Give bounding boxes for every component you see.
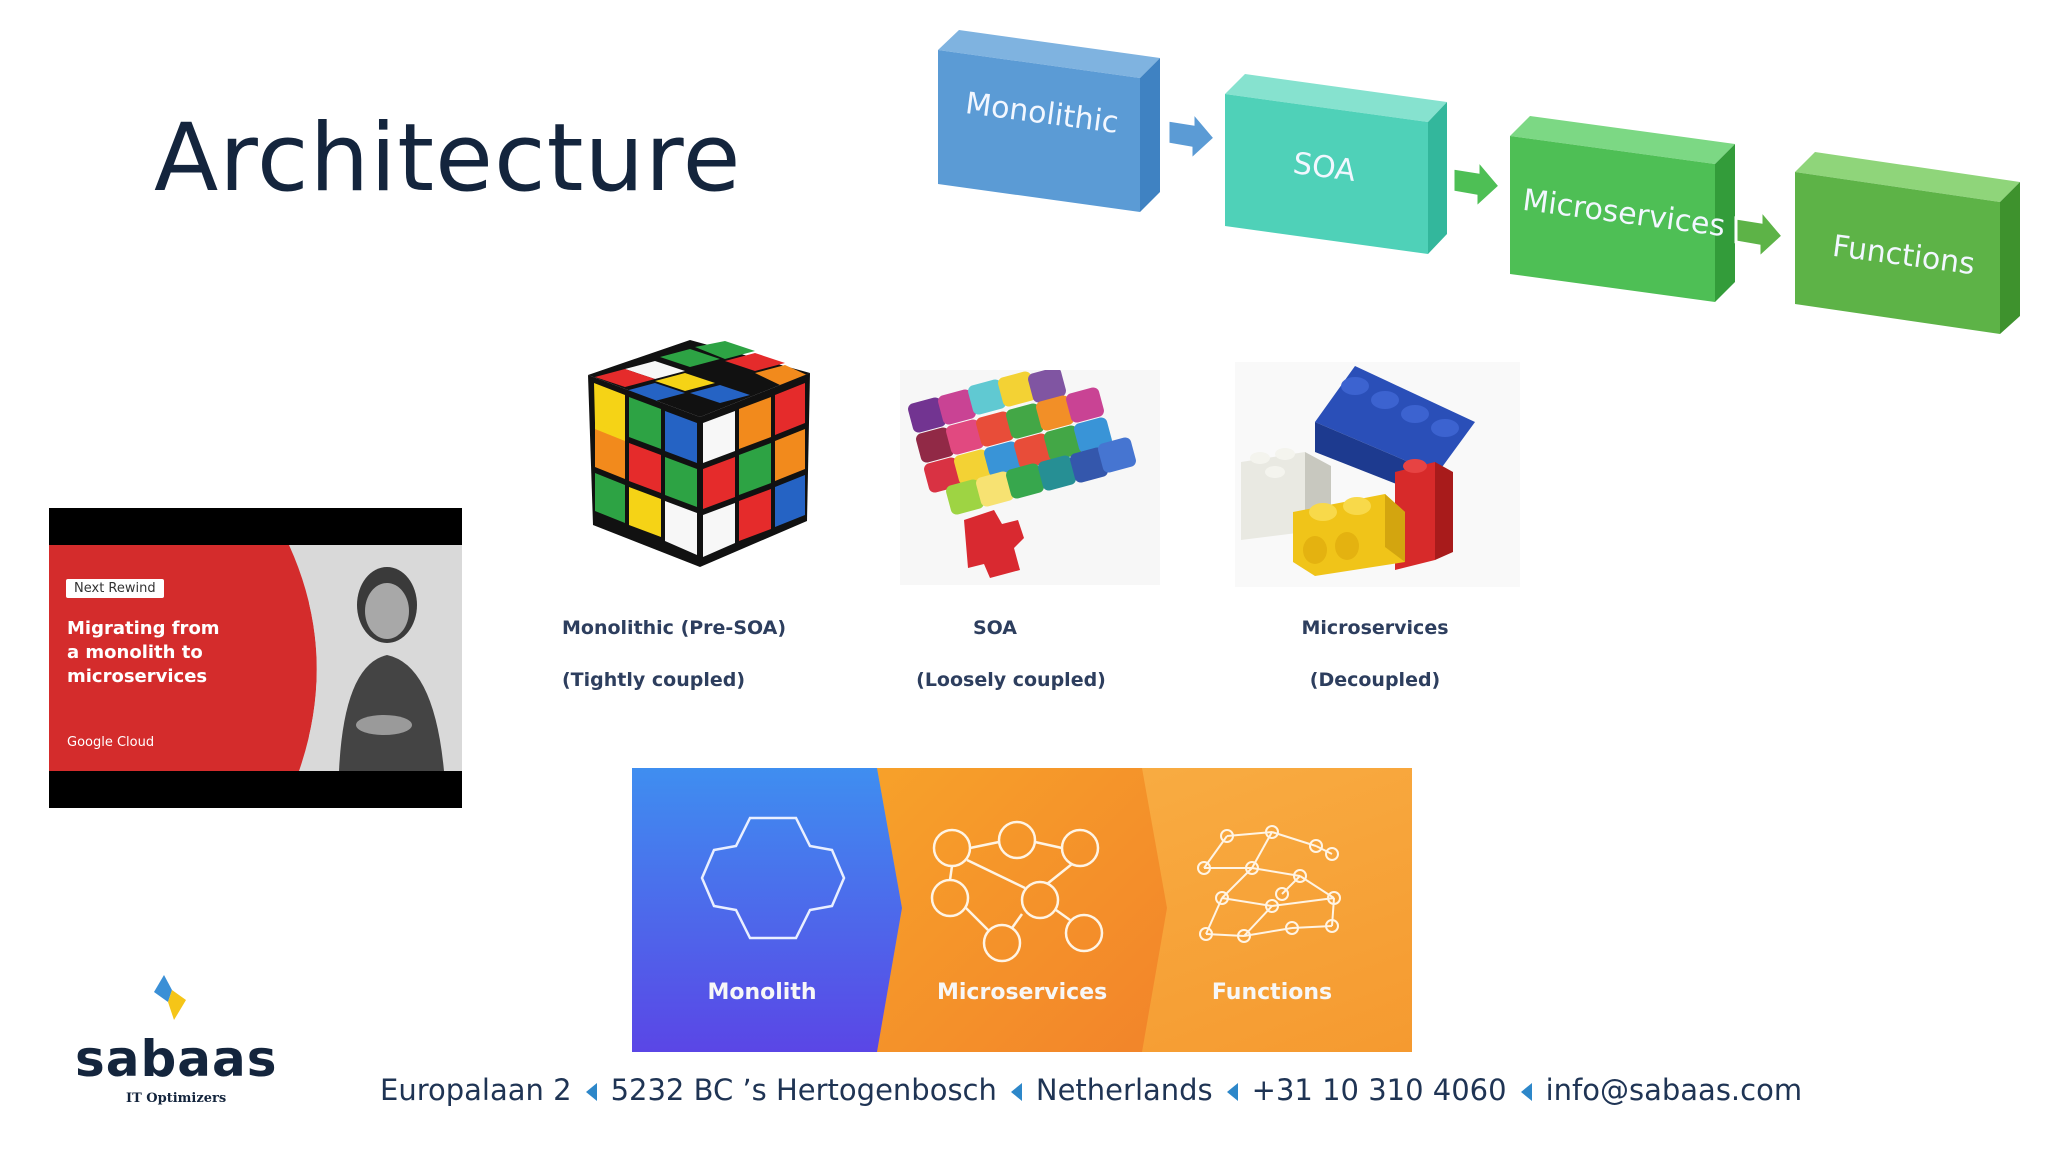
banner-label-monolith: Monolith [707, 980, 817, 1005]
microservices-box [1510, 116, 1735, 302]
functions-network-icon [1197, 825, 1341, 943]
caption-soa: SOA [972, 617, 1018, 639]
footer-phone[interactable]: +31 10 310 4060 [1251, 1073, 1507, 1107]
arrow-icon [1166, 107, 1218, 164]
lego-bricks-icon [1235, 362, 1520, 587]
video-brand: Google Cloud [67, 735, 155, 750]
caption-monolithic: Monolithic (Pre-SOA) [562, 617, 787, 639]
arrow-icon [1734, 205, 1786, 262]
separator-arrow-icon [1226, 1083, 1238, 1101]
logo-wordmark: sabaas [75, 1030, 278, 1088]
puzzle-pieces-icon [900, 367, 1160, 585]
sabaas-logo [70, 970, 280, 1110]
footer-contact: Europalaan 2 5232 BC ’s Hertogenbosch Neth… [380, 1073, 1802, 1107]
video-thumbnail[interactable]: Next Rewind Migrating from a monolith to… [49, 508, 462, 808]
video-title: Migrating from a monolith to microservic… [67, 618, 220, 687]
caption-microservices-sub: (Decoupled) [1309, 669, 1441, 691]
caption-microservices: Microservices [1301, 617, 1449, 639]
banner-label-microservices: Microservices [937, 980, 1108, 1005]
monolith-microservices-functions-banner: Monolith Microservices Functions [632, 768, 1412, 1052]
separator-arrow-icon [585, 1083, 597, 1101]
architecture-evolution-diagram: Monolithic SOA Microservices Functions [935, 20, 2045, 340]
slide-title: Architecture [154, 104, 742, 213]
monolithic-box [938, 30, 1160, 212]
separator-arrow-icon [1010, 1083, 1022, 1101]
separator-arrow-icon [1520, 1083, 1532, 1101]
video-tag: Next Rewind [66, 579, 164, 598]
footer-email[interactable]: info@sabaas.com [1545, 1073, 1803, 1107]
caption-soa-sub: (Loosely coupled) [916, 669, 1106, 691]
banner-label-functions: Functions [1211, 980, 1333, 1005]
monolith-hexagon-icon [700, 816, 846, 940]
footer-postal: 5232 BC ’s Hertogenbosch [610, 1073, 997, 1107]
caption-monolithic-sub: (Tightly coupled) [562, 669, 746, 691]
soa-box [1225, 74, 1447, 254]
functions-box [1795, 152, 2020, 334]
footer-address: Europalaan 2 [380, 1073, 572, 1107]
footer-country: Netherlands [1035, 1073, 1213, 1107]
logo-tagline: IT Optimizers [126, 1091, 227, 1106]
microservices-network-icon [930, 820, 1104, 963]
arrow-icon [1451, 155, 1503, 212]
rubiks-cube-icon [585, 335, 815, 575]
